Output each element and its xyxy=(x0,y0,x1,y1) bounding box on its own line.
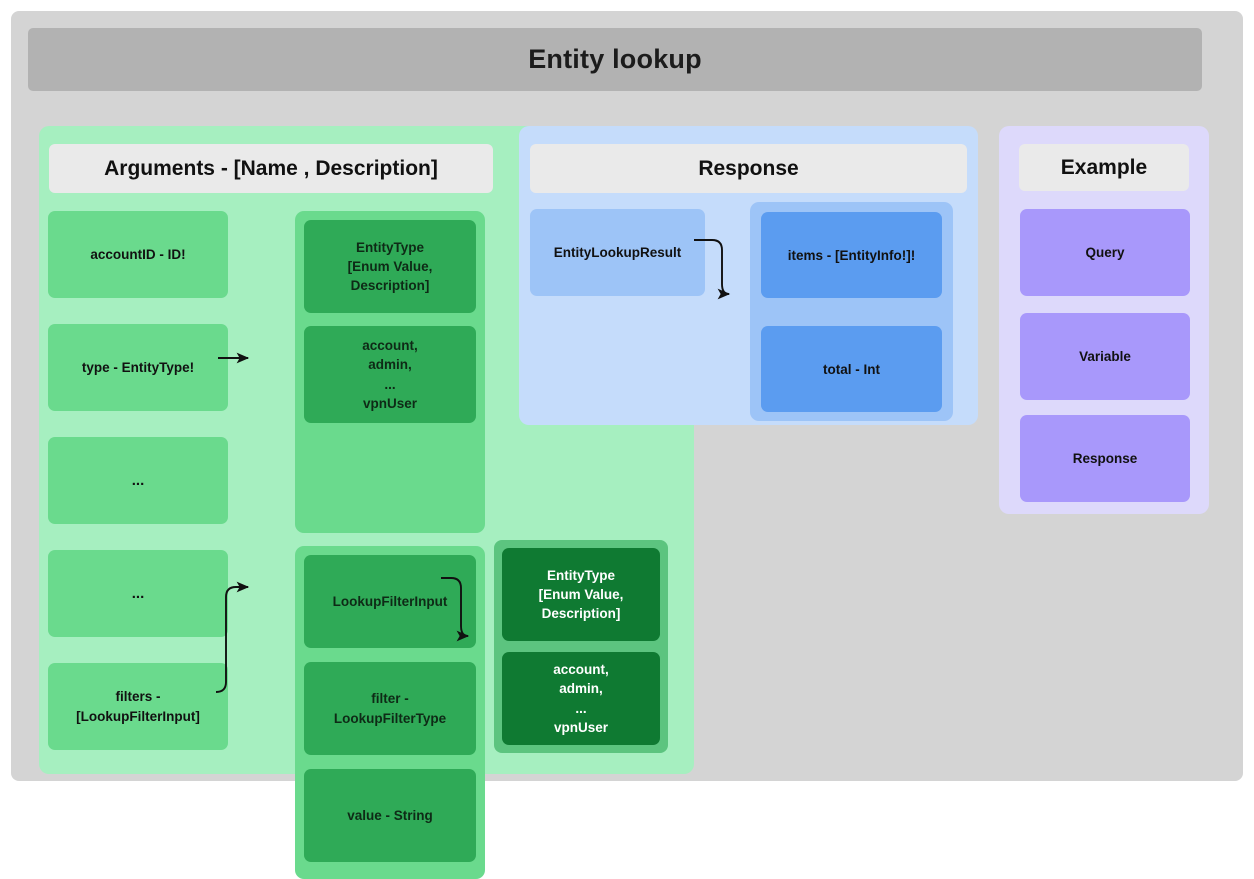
response-result-type-label: EntityLookupResult xyxy=(553,245,682,260)
example-item-label: Query xyxy=(1085,245,1125,260)
page-title: Entity lookup xyxy=(528,44,702,74)
diagram-canvas: Entity lookup Arguments - [Name , Descri… xyxy=(11,11,1243,879)
response-header-label: Response xyxy=(698,156,799,180)
response-field-items[interactable]: items - [EntityInfo!]! xyxy=(761,212,942,298)
arg-box-ellipsis-1[interactable]: ... xyxy=(48,437,228,524)
response-header: Response xyxy=(530,144,967,193)
example-item-response[interactable]: Response xyxy=(1020,415,1190,502)
example-item-label: Response xyxy=(1072,451,1138,466)
arg-box-type[interactable]: type - EntityType! xyxy=(48,324,228,411)
entitytype-enum-subpanel: EntityType[Enum Value,Description] accou… xyxy=(295,211,485,533)
field-label: filter -LookupFilterType xyxy=(333,691,447,726)
lookupfiltertype-enum-values-label: account,admin,...vpnUser xyxy=(553,662,609,735)
arg-box-accountid[interactable]: accountID - ID! xyxy=(48,211,228,298)
entitytype-enum-values-box[interactable]: account,admin,...vpnUser xyxy=(304,326,476,423)
example-item-label: Variable xyxy=(1079,349,1131,364)
entitytype-enum-header-box[interactable]: EntityType[Enum Value,Description] xyxy=(304,220,476,313)
example-item-variable[interactable]: Variable xyxy=(1020,313,1190,400)
example-header: Example xyxy=(1019,144,1189,191)
field-label: value - String xyxy=(347,807,433,823)
entitytype-enum-header-label: EntityType[Enum Value,Description] xyxy=(347,239,433,294)
arg-label: type - EntityType! xyxy=(81,359,195,375)
lookupfiltertype-enum-values-box[interactable]: account,admin,...vpnUser xyxy=(502,652,660,745)
lookupfiltertype-enum-header-label: EntityType[Enum Value,Description] xyxy=(538,567,624,622)
field-box-filter[interactable]: filter -LookupFilterType xyxy=(304,662,476,755)
response-panel: Response EntityLookupResult items - [Ent… xyxy=(519,126,978,425)
response-field-total[interactable]: total - Int xyxy=(761,326,942,412)
lookupfiltertype-enum-inner: EntityType[Enum Value,Description] accou… xyxy=(494,540,668,753)
arg-label: accountID - ID! xyxy=(90,246,186,262)
example-item-query[interactable]: Query xyxy=(1020,209,1190,296)
arguments-header-label: Arguments - [Name , Description] xyxy=(104,156,438,180)
arg-label: ... xyxy=(131,471,145,489)
response-result-type-box[interactable]: EntityLookupResult xyxy=(530,209,705,296)
arg-label: filters -[LookupFilterInput] xyxy=(76,688,200,724)
response-field-label: items - [EntityInfo!]! xyxy=(787,247,916,263)
arg-box-ellipsis-2[interactable]: ... xyxy=(48,550,228,637)
lookupfilterinput-header-label: LookupFilterInput xyxy=(332,593,448,609)
example-header-label: Example xyxy=(1060,155,1148,179)
arg-label: ... xyxy=(131,584,145,602)
arg-box-filters[interactable]: filters -[LookupFilterInput] xyxy=(48,663,228,750)
lookupfilterinput-header-box[interactable]: LookupFilterInput xyxy=(304,555,476,648)
lookupfilterinput-subpanel: LookupFilterInput filter -LookupFilterTy… xyxy=(295,546,485,879)
diagram-title-bar: Entity lookup xyxy=(28,28,1202,91)
entitytype-enum-values-label: account,admin,...vpnUser xyxy=(362,338,418,411)
lookupfiltertype-enum-panel: EntityType[Enum Value,Description] accou… xyxy=(486,529,676,764)
arguments-left-column: accountID - ID! type - EntityType! ... .… xyxy=(48,211,233,776)
response-fields-subpanel: items - [EntityInfo!]! total - Int xyxy=(750,202,953,421)
response-field-label: total - Int xyxy=(823,361,880,377)
example-panel: Example Query Variable Response xyxy=(999,126,1209,514)
field-box-value[interactable]: value - String xyxy=(304,769,476,862)
lookupfiltertype-enum-header-box[interactable]: EntityType[Enum Value,Description] xyxy=(502,548,660,641)
arguments-header: Arguments - [Name , Description] xyxy=(49,144,493,193)
